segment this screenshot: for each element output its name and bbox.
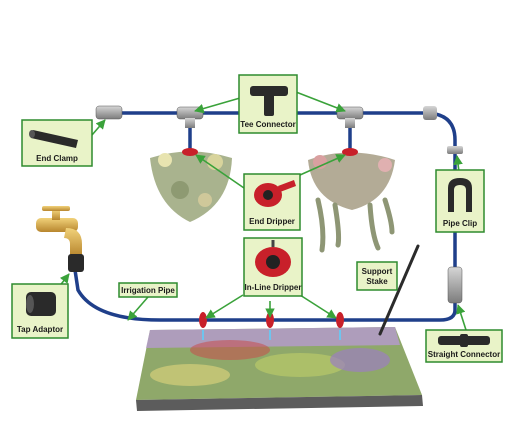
flower-bed: [136, 327, 423, 411]
end-dripper-callout: End Dripper: [243, 173, 301, 231]
end-dripper-illustration: [254, 180, 296, 207]
support-stake-callout: Support Stake: [356, 261, 398, 291]
tap-adaptor-callout: Tap Adaptor: [11, 283, 69, 339]
in-line-dripper-3: [336, 312, 344, 340]
straight-connector-label: Straight Connector: [428, 350, 500, 359]
garden-tap: [36, 206, 84, 272]
tap-adaptor-illustration: [26, 292, 56, 316]
hanging-basket-left: [150, 151, 232, 222]
pipe-clip-callout: Pipe Clip: [435, 169, 485, 233]
end-clamp-illustration: [29, 130, 78, 148]
hanging-basket-right: [308, 152, 395, 253]
end-clamp-callout: End Clamp: [21, 119, 93, 167]
tee-connector-callout: Tee Connector: [238, 74, 298, 134]
in-line-dripper-label: In-Line Dripper: [245, 283, 302, 292]
irrigation-pipe-label-box: [118, 282, 178, 298]
straight-connector-callout: Straight Connector: [425, 329, 503, 363]
basket-end-dripper-left: [182, 148, 198, 156]
irrigation-pipe-label: Irrigation Pipe: [121, 286, 175, 295]
pipe-clip-label: Pipe Clip: [443, 219, 477, 228]
tap-adaptor-label: Tap Adaptor: [17, 325, 63, 334]
callout-arrows: [54, 91, 467, 331]
irrigation-pipe-callout: Irrigation Pipe: [118, 282, 178, 298]
tee-connector-illustration: [250, 86, 288, 116]
pipe-clip-illustration: [448, 178, 472, 212]
support-stake-label-line2: Stake: [366, 277, 388, 286]
end-clamp-label: End Clamp: [36, 154, 78, 163]
pipe-clip-on-pipe: [447, 146, 463, 154]
pipe-straight-connector: [447, 266, 463, 304]
support-stake-label-line1: Support: [362, 267, 393, 276]
tee-connector-label: Tee Connector: [240, 120, 295, 129]
pipe-corner-clip: [423, 106, 437, 120]
pipe-end-clamp: [95, 105, 123, 120]
in-line-dripper-1: [199, 312, 207, 340]
in-line-dripper-illustration: [255, 240, 291, 277]
end-dripper-label: End Dripper: [249, 217, 295, 226]
in-line-dripper-callout: In-Line Dripper: [243, 237, 303, 297]
basket-end-dripper-right: [342, 148, 358, 156]
support-stake-label-box: [356, 261, 398, 291]
straight-connector-illustration: [438, 334, 490, 347]
support-stake: [378, 244, 420, 336]
